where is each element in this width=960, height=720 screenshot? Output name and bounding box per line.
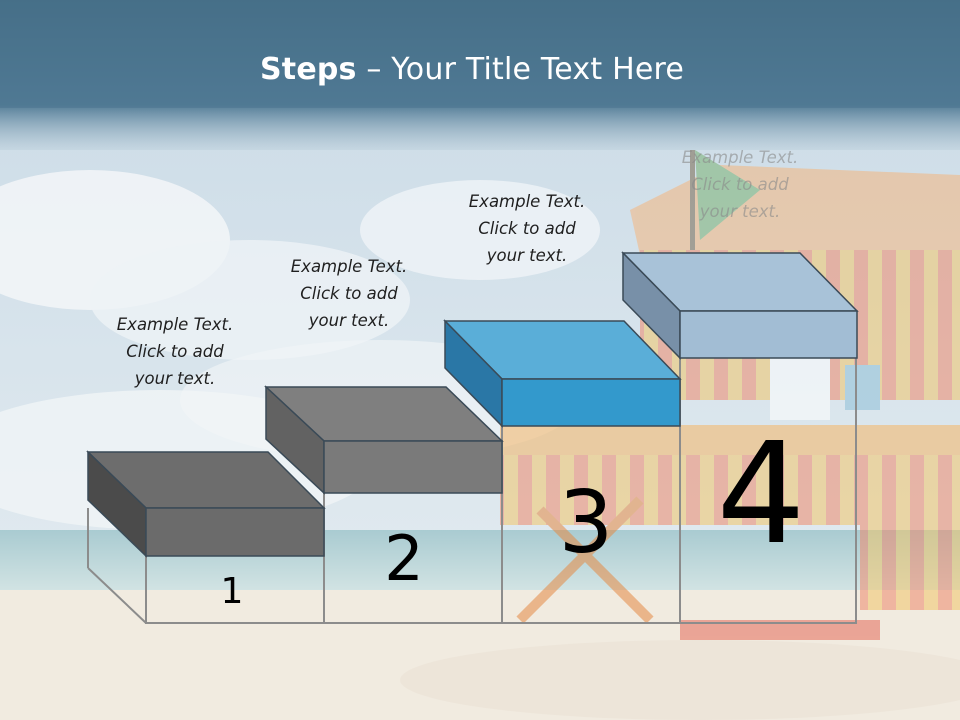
slide-title[interactable]: Steps – Your Title Text Here	[0, 52, 944, 87]
step-4-text[interactable]: Example Text. Click to add your text.	[655, 144, 825, 225]
step-3-block[interactable]	[443, 319, 682, 428]
step-3-text-line-1: Example Text.	[468, 192, 586, 211]
step-1-number: 1	[220, 571, 244, 612]
step-4-block[interactable]	[621, 251, 859, 360]
step-3-text[interactable]: Example Text. Click to add your text.	[442, 188, 612, 269]
step-2-text[interactable]: Example Text. Click to add your text.	[264, 253, 434, 334]
step-2-text-line-2: Click to add	[300, 284, 398, 303]
step-1-text-line-3: your text.	[134, 369, 216, 388]
step-1-text-line-2: Click to add	[126, 342, 224, 361]
step-3-text-line-3: your text.	[486, 246, 568, 265]
step-4-number: 4	[716, 413, 806, 576]
step-3-number: 3	[558, 473, 614, 573]
title-rest: – Your Title Text Here	[356, 52, 685, 87]
step-3-text-line-2: Click to add	[478, 219, 576, 238]
step-1-block[interactable]	[86, 450, 326, 558]
step-4-text-line-1: Example Text.	[681, 148, 799, 167]
step-4-text-line-3: your text.	[699, 202, 781, 221]
title-bold: Steps	[259, 52, 357, 87]
step-2-text-line-3: your text.	[308, 311, 390, 330]
step-2-text-line-1: Example Text.	[290, 257, 408, 276]
step-2-number: 2	[384, 522, 424, 595]
step-1-text[interactable]: Example Text. Click to add your text.	[90, 311, 260, 392]
step-4-text-line-2: Click to add	[691, 175, 789, 194]
step-1-text-line-1: Example Text.	[116, 315, 234, 334]
step-2-block[interactable]	[264, 385, 504, 495]
